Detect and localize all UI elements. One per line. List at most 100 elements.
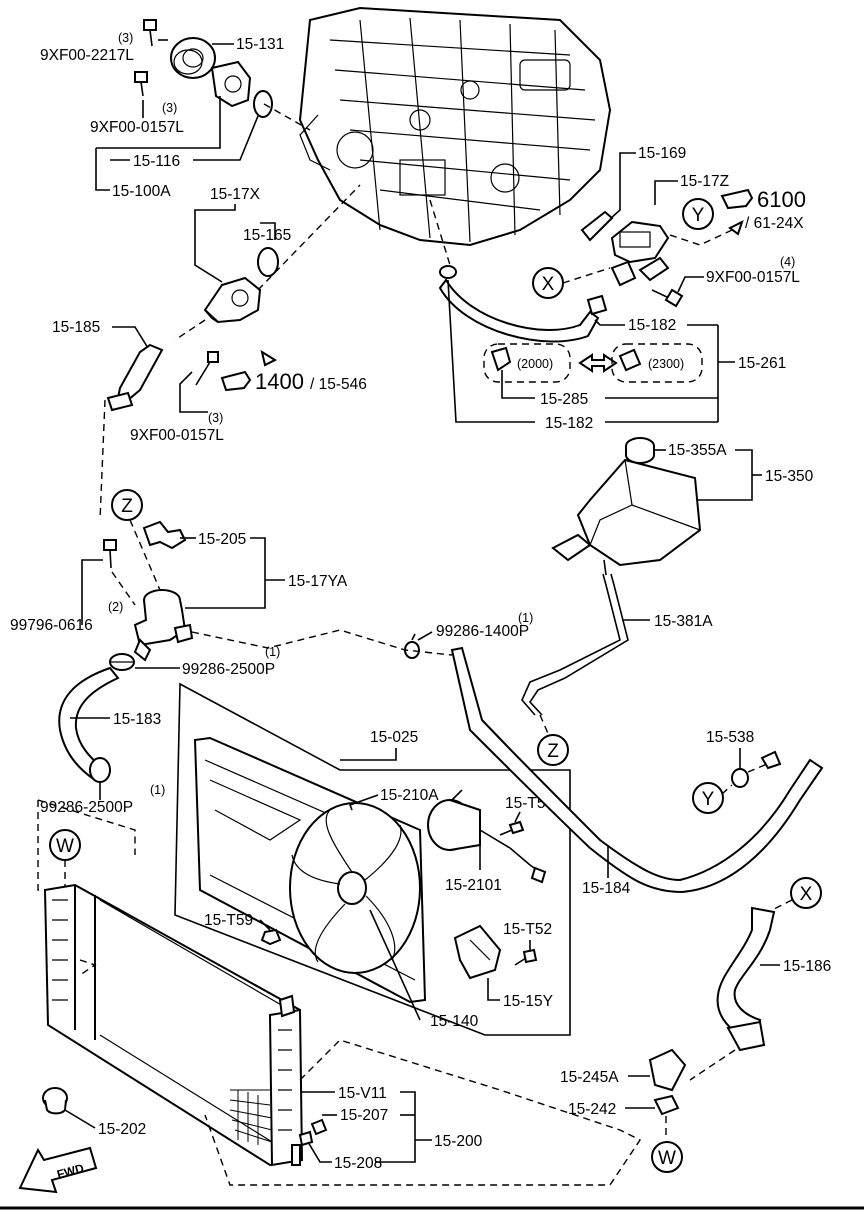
svg-text:Z: Z: [121, 496, 133, 517]
label-15-185: 15-185: [52, 319, 100, 336]
engine-block: [298, 6, 612, 247]
gasket-15-169: [580, 210, 614, 242]
option-2300-box: [611, 343, 703, 383]
pointing-hand-icon-6100: [720, 188, 754, 210]
pointing-hand-icon-1400: [220, 370, 252, 392]
marker-y-right: Y: [692, 782, 724, 814]
label-15-2101: 15-2101: [445, 877, 502, 894]
label-99796-0616: 99796-0616: [10, 617, 93, 634]
qty-1a: (1): [518, 611, 533, 625]
label-15-245a: 15-245A: [560, 1069, 619, 1086]
qty-1b: (1): [265, 645, 280, 659]
clamp-99286-2500p-b: [89, 757, 111, 783]
ref-15-546[interactable]: / 15-546: [310, 376, 367, 393]
label-15-205: 15-205: [198, 531, 246, 548]
label-15-183: 15-183: [113, 711, 161, 728]
water-outlet-15-17z: [610, 220, 670, 287]
label-15-186: 15-186: [783, 958, 831, 975]
label-15-v11: 15-V11: [338, 1085, 387, 1102]
marker-w-left: W: [49, 829, 81, 861]
label-15-t52: 15-T52: [503, 921, 552, 938]
water-pump: [210, 60, 252, 108]
label-15-381a: 15-381A: [654, 613, 713, 630]
marker-x-right: X: [790, 877, 822, 909]
label-15-182a: 15-182: [628, 317, 676, 334]
label-9xf00-2217l: 9XF00-2217L: [40, 47, 134, 64]
label-15-165: 15-165: [243, 227, 291, 244]
label-15-285: 15-285: [540, 391, 588, 408]
reservoir-cap-15-355a: [625, 437, 655, 464]
label-9xf00-0157l-b: 9XF00-0157L: [130, 427, 224, 444]
label-15-350: 15-350: [765, 468, 814, 485]
svg-text:Z: Z: [547, 741, 559, 762]
label-9xf00-0157l-a: 9XF00-0157L: [90, 119, 184, 136]
label-15-242: 15-242: [568, 1101, 616, 1118]
marker-x-top: X: [532, 267, 564, 299]
label-15-208: 15-208: [334, 1155, 382, 1172]
svg-text:Y: Y: [692, 205, 705, 226]
label-15-202: 15-202: [98, 1121, 146, 1138]
svg-text:W: W: [56, 836, 74, 857]
svg-text:W: W: [658, 1148, 676, 1169]
qty-3c: (3): [208, 411, 223, 425]
hose-15-186: [716, 906, 776, 1052]
screw-15-t58: [499, 820, 525, 836]
qty-2: (2): [108, 600, 123, 614]
label-15-355a: 15-355A: [668, 442, 727, 459]
resistor-15-15y: [453, 924, 502, 980]
coolant-reservoir-15-350: [551, 458, 702, 576]
hose-15-184: [450, 646, 824, 894]
option-2000-box: [483, 343, 571, 383]
label-15-200: 15-200: [434, 1133, 483, 1150]
fwd-label: FWD: [55, 1161, 85, 1182]
bolt-9xf00-0157l-b: [195, 351, 219, 386]
water-pipe-15-185: [106, 343, 164, 412]
qty-1c: (1): [150, 783, 165, 797]
fwd-arrow-icon: FWD: [18, 1146, 98, 1194]
label-15-169: 15-169: [638, 145, 686, 162]
mount-15-242: [653, 1094, 680, 1116]
qty-3b: (3): [162, 101, 177, 115]
label-15-15y: 15-15Y: [503, 993, 553, 1010]
label-15-17x: 15-17X: [210, 186, 261, 203]
hose-15-182: [438, 265, 608, 343]
label-15-17z: 15-17Z: [680, 173, 729, 190]
label-15-207: 15-207: [340, 1107, 388, 1124]
ref-6100[interactable]: 6100: [757, 187, 806, 212]
hose-15-381a: [521, 573, 629, 716]
svg-text:Y: Y: [702, 789, 715, 810]
ref-61-24x[interactable]: / 61-24X: [745, 215, 804, 232]
pump-gasket: [253, 90, 273, 118]
label-15-538: 15-538: [706, 729, 754, 746]
outlet-gasket: [257, 247, 279, 277]
marker-z-mid: Z: [537, 734, 569, 766]
bolt-9xf00-2217l: [143, 19, 157, 47]
fan-blade-15-140: [289, 802, 421, 974]
svg-text:X: X: [542, 274, 555, 295]
bolt-9xf00-0157l-c: [651, 288, 684, 308]
label-15-116: 15-116: [133, 153, 180, 170]
label-99286-1400p: 99286-1400P: [436, 623, 529, 640]
clip-15-207: [310, 1118, 328, 1136]
label-9xf00-0157l-c: 9XF00-0157L: [706, 269, 800, 286]
cap-15-205: [142, 520, 187, 550]
nut-15-t59: [260, 928, 282, 946]
marker-w-bottom: W: [651, 1141, 683, 1173]
bracket-15-245a: [648, 1048, 687, 1092]
water-pump-pulley: [170, 37, 216, 79]
radiator-15-200: [43, 883, 304, 1167]
clamp-15-538: [731, 768, 749, 788]
ref-1400[interactable]: 1400: [255, 369, 304, 394]
fan-assembly-box: [174, 682, 571, 1036]
label-15-025: 15-025: [370, 729, 418, 746]
label-99286-2500p-a: 99286-2500P: [182, 661, 275, 678]
clamp-99286-2500p-a: [109, 653, 135, 671]
grommet-15-202: [42, 1087, 68, 1115]
label-15-t59: 15-T59: [204, 912, 253, 929]
label-15-17ya: 15-17YA: [288, 573, 348, 590]
screw-15-t52: [514, 948, 538, 966]
label-15-184: 15-184: [582, 880, 631, 897]
water-outlet-15-17x: [203, 276, 262, 324]
label-15-261: 15-261: [738, 355, 786, 372]
